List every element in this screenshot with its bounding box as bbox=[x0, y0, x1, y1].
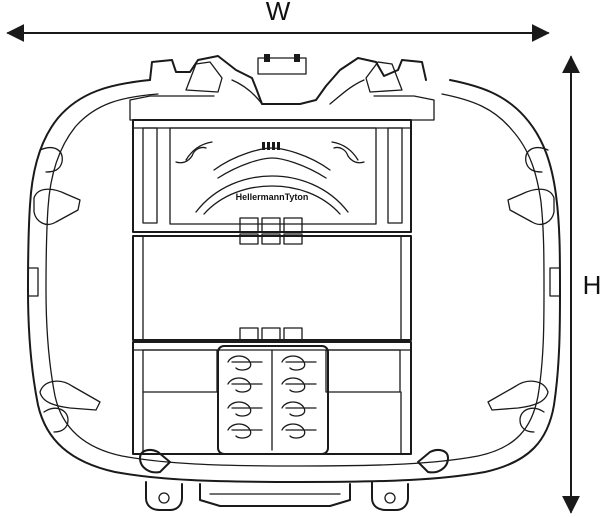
fiber-guide-arc-2 bbox=[331, 141, 359, 161]
clip-block-1 bbox=[239, 217, 259, 233]
top-comb bbox=[262, 142, 280, 150]
side-clips bbox=[33, 188, 555, 411]
brand-logo-text: HellermannTyton bbox=[236, 192, 309, 202]
right-upper-clip bbox=[507, 188, 555, 226]
outer-housing bbox=[27, 79, 561, 483]
splice-holder-panel bbox=[169, 127, 377, 225]
bottom-center-lip bbox=[199, 483, 351, 507]
bottom-mounts bbox=[139, 449, 449, 511]
bottom-right-foot bbox=[417, 449, 449, 474]
middle-tray-frame bbox=[132, 235, 412, 341]
outer-fiber-arc bbox=[195, 175, 349, 213]
width-dimension: W bbox=[6, 0, 550, 42]
splice-coils-left bbox=[227, 355, 263, 439]
height-dimension: H bbox=[562, 55, 600, 514]
width-label: W bbox=[266, 0, 291, 26]
right-lower-notch bbox=[519, 407, 545, 433]
left-lower-notch bbox=[43, 407, 69, 433]
bottom-right-mount bbox=[371, 481, 409, 511]
splice-coils-right bbox=[281, 355, 317, 439]
right-entry-clip bbox=[365, 61, 403, 93]
clip-block-2 bbox=[261, 217, 281, 233]
left-lower-clip bbox=[39, 380, 101, 411]
top-latch bbox=[257, 57, 307, 75]
lower-tray-section bbox=[132, 341, 412, 455]
left-upper-clip bbox=[33, 188, 81, 226]
left-entry-clip bbox=[185, 61, 223, 93]
height-label: H bbox=[583, 270, 600, 300]
top-latch-tab-left bbox=[264, 54, 270, 62]
right-side-notch bbox=[549, 267, 561, 297]
upper-left-rail bbox=[142, 127, 158, 224]
top-cable-entry bbox=[129, 54, 435, 121]
splice-holder-block bbox=[217, 345, 329, 455]
middle-tray-section bbox=[132, 235, 412, 341]
bottom-left-mount bbox=[145, 481, 183, 511]
left-upper-notch bbox=[39, 147, 63, 173]
upper-right-rail bbox=[387, 127, 403, 224]
right-upper-notch bbox=[525, 147, 549, 173]
clip-block-3 bbox=[283, 217, 303, 233]
fiber-guide-arc-1 bbox=[185, 141, 213, 161]
left-side-notch bbox=[27, 267, 39, 297]
bottom-left-foot bbox=[139, 449, 171, 474]
right-lower-clip bbox=[487, 380, 549, 411]
upper-tray-section: HellermannTyton bbox=[132, 119, 412, 245]
top-latch-tab-right bbox=[294, 54, 300, 62]
